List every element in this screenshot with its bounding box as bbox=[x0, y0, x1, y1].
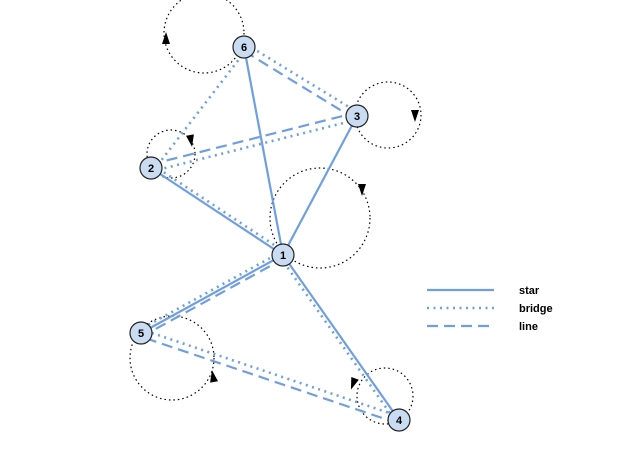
legend-label-line: line bbox=[519, 321, 538, 333]
arrowhead-icon bbox=[358, 184, 366, 196]
edge-bridge-1-2 bbox=[152, 163, 286, 254]
arrowhead-icon bbox=[350, 376, 359, 390]
node-3 bbox=[345, 104, 369, 128]
edge-line-4-5 bbox=[139, 335, 399, 425]
arrowhead-icon bbox=[162, 32, 170, 44]
node-1 bbox=[271, 243, 295, 267]
edge-bridge-1-4 bbox=[279, 256, 398, 423]
edge-star-1-2 bbox=[150, 167, 284, 256]
edges-layer bbox=[138, 42, 401, 425]
node-label-2: 2 bbox=[148, 163, 154, 175]
nodes-layer: 1 2 3 4 5 6 bbox=[129, 35, 411, 432]
self-loop-2 bbox=[146, 129, 196, 179]
edge-line-3-6 bbox=[241, 49, 356, 120]
node-label-6: 6 bbox=[241, 42, 247, 54]
node-label-4: 4 bbox=[396, 415, 403, 427]
node-label-5: 5 bbox=[138, 328, 144, 340]
node-4 bbox=[387, 408, 411, 432]
arrowhead-icon bbox=[210, 370, 218, 383]
edge-bridge-2-3 bbox=[151, 118, 359, 173]
edge-star-1-3 bbox=[282, 115, 358, 256]
self-loop-1 bbox=[269, 167, 371, 269]
arrowhead-icon bbox=[186, 134, 194, 147]
edge-star-1-4 bbox=[282, 254, 400, 421]
node-5 bbox=[129, 321, 153, 345]
node-2 bbox=[139, 156, 163, 180]
self-loop-4 bbox=[356, 367, 414, 425]
node-6 bbox=[232, 35, 256, 59]
edge-star-1-5 bbox=[140, 254, 284, 334]
edge-bridge-3-6 bbox=[245, 42, 360, 115]
edge-star-1-6 bbox=[242, 46, 285, 256]
self-loop-5 bbox=[129, 315, 215, 401]
legend: star bridge line bbox=[427, 285, 553, 333]
edge-bridge-1-5 bbox=[138, 250, 282, 332]
node-label-3: 3 bbox=[354, 111, 360, 123]
self-loop-6 bbox=[163, 0, 245, 74]
node-label-1: 1 bbox=[280, 250, 286, 262]
edge-line-2-3 bbox=[149, 111, 357, 166]
edge-bridge-4-5 bbox=[141, 328, 401, 418]
arrowhead-icon bbox=[411, 110, 419, 122]
edge-line-1-5 bbox=[142, 257, 286, 338]
legend-label-bridge: bridge bbox=[519, 303, 553, 315]
legend-label-star: star bbox=[519, 285, 540, 297]
